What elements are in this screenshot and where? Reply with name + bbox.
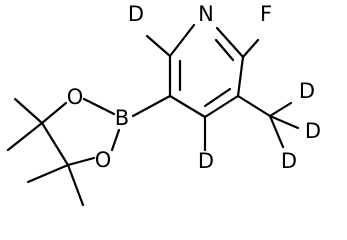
- atom-label-methyl-deuterium-bottom: D: [281, 149, 297, 173]
- atom-label-fluorine: F: [260, 2, 272, 26]
- bond-c3-c4-inner: [203, 87, 232, 108]
- bond-c3-c4: [203, 94, 240, 119]
- bond-c2-c3: [236, 55, 245, 98]
- atom-label-methyl-deuterium-top: D: [299, 79, 315, 103]
- pyridine-ring-bonds: [168, 23, 245, 119]
- bond-c6-n: [168, 23, 196, 58]
- atom-label-ring-deuterium-bottom: D: [198, 149, 214, 173]
- bond-n-c2: [215, 26, 245, 59]
- bond-c-d-top: [268, 101, 293, 118]
- bond-c-d-right: [268, 114, 300, 130]
- bond-c6-d: [145, 34, 172, 58]
- bond-c4-c5: [168, 94, 207, 119]
- bond-o-lower-c: [66, 156, 96, 167]
- bond-methyl-3: [26, 163, 70, 184]
- bond-c-c-pinacol: [40, 121, 70, 167]
- bond-c2-f: [241, 38, 260, 59]
- atom-label-oxygen-upper: O: [67, 85, 84, 109]
- bond-b-o-upper: [82, 97, 116, 116]
- substituent-bonds: [131, 34, 300, 152]
- atom-labels: N F D D D D D B O O: [67, 2, 321, 173]
- molecule-structure: N F D D D D D B O O: [6, 2, 321, 207]
- dioxaborolane-ring-bonds: [40, 97, 121, 167]
- atom-label-boron: B: [115, 106, 129, 130]
- atom-label-ring-deuterium-top: D: [128, 2, 144, 26]
- bond-n-c2-inner: [214, 38, 235, 62]
- bond-methyl-1: [13, 97, 44, 125]
- methyl-bonds: [6, 97, 85, 207]
- bond-methyl-2: [6, 121, 44, 152]
- bond-c-d-bottom: [268, 114, 285, 149]
- bond-c3-ch3: [236, 94, 272, 118]
- atom-label-oxygen-lower: O: [95, 148, 112, 172]
- atom-label-ring-nitrogen: N: [198, 2, 214, 26]
- bond-methyl-4: [66, 163, 85, 207]
- atom-label-methyl-deuterium-right: D: [305, 119, 321, 143]
- bond-c5-b: [131, 94, 172, 118]
- bond-o-upper-c: [40, 101, 68, 125]
- bond-b-o-lower: [110, 128, 121, 152]
